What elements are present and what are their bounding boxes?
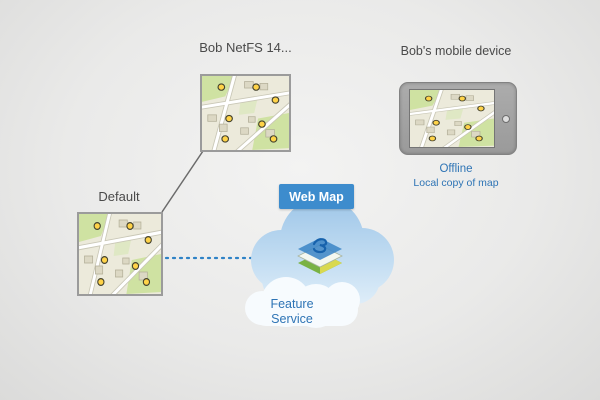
map-icon <box>79 214 161 294</box>
web-map-banner: Web Map <box>279 184 354 209</box>
layers-icon <box>297 238 343 274</box>
default-map-thumbnail <box>77 212 163 296</box>
tablet-screen-map <box>409 89 495 148</box>
map-icon <box>410 90 494 147</box>
feature-service-label: Feature Service <box>270 297 314 326</box>
local-copy-status: Local copy of map <box>413 177 499 189</box>
offline-status: Offline <box>439 163 473 175</box>
map-icon <box>202 76 289 150</box>
default-map-label: Default <box>98 189 140 204</box>
netfs-map-label: Bob NetFS 14... <box>199 40 292 55</box>
netfs-map-thumbnail <box>200 74 291 152</box>
cloud-inner-white <box>245 277 360 328</box>
tablet-camera-icon <box>502 114 510 123</box>
tablet-icon <box>399 82 517 155</box>
connector-line-netfs-default <box>161 150 204 213</box>
mobile-device-label: Bob's mobile device <box>400 44 512 58</box>
